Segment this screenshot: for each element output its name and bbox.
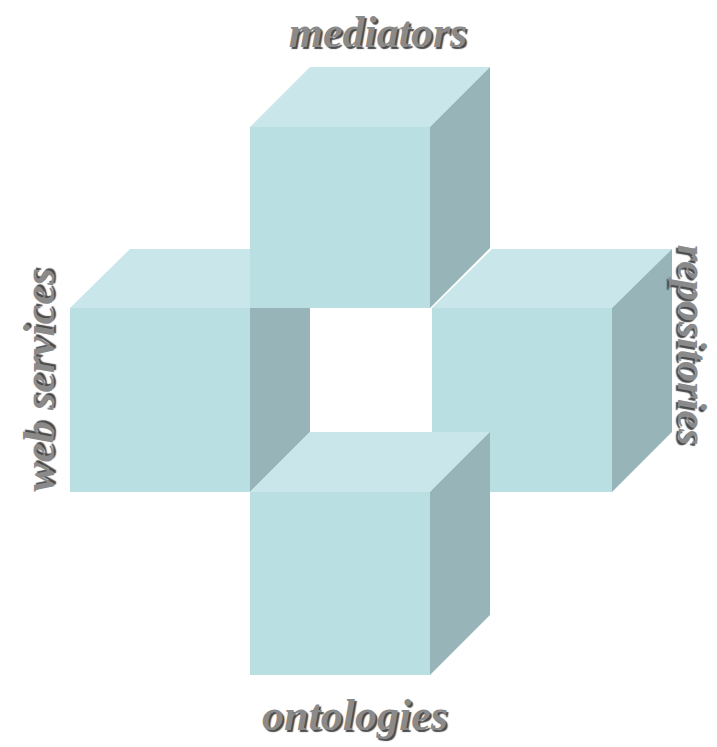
cube-node: mediators (250, 67, 490, 308)
cube-label: mediators (289, 11, 467, 55)
cube-label: ontologies (262, 694, 448, 738)
cube-node: repositories (432, 249, 672, 492)
cube-node: web services (70, 249, 310, 492)
cube (250, 432, 490, 675)
cube-label: web services (18, 268, 62, 492)
cube (250, 67, 490, 308)
cube-label: repositories (671, 245, 713, 446)
cube-node: ontologies (250, 432, 490, 675)
